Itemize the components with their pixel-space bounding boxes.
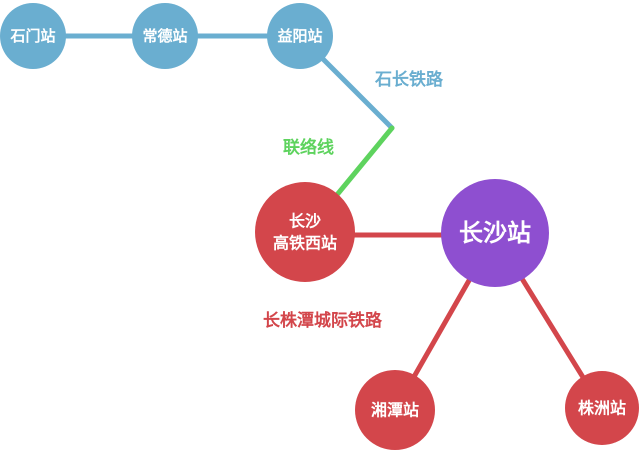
station-changde-circle (132, 3, 198, 69)
station-changsha-circle (441, 179, 549, 287)
station-yiyang-label: 益阳站 (277, 27, 322, 45)
station-changde[interactable]: 常德站 (132, 3, 198, 69)
station-yiyang-circle (267, 3, 333, 69)
station-changde-label: 常德站 (142, 27, 187, 45)
line-label-shichang-railway: 石长铁路 (374, 69, 444, 90)
station-changsha-west-label-line2: 高铁西站 (273, 234, 337, 253)
station-changsha-label: 长沙站 (459, 219, 531, 247)
station-xiangtan-circle (355, 370, 435, 450)
station-changsha-west-label-line1: 长沙 (289, 212, 321, 231)
station-yiyang[interactable]: 益阳站 (267, 3, 333, 69)
station-changsha-west[interactable]: 长沙 高铁西站 (255, 182, 355, 282)
station-changsha-west-circle (255, 182, 355, 282)
station-xiangtan-label: 湘潭站 (371, 401, 419, 420)
station-zhuzhou-label: 株洲站 (578, 399, 626, 418)
station-shimen[interactable]: 石门站 (0, 3, 66, 69)
edge-connector-line (333, 125, 395, 199)
line-label-intercity-railway: 长株潭城际铁路 (263, 310, 383, 331)
station-shimen-label: 石门站 (9, 27, 55, 45)
line-label-connector: 联络线 (283, 137, 334, 158)
station-shimen-circle (0, 3, 66, 69)
station-changsha[interactable]: 长沙站 (441, 179, 549, 287)
station-zhuzhou[interactable]: 株洲站 (565, 371, 639, 445)
station-zhuzhou-circle (565, 371, 639, 445)
station-xiangtan[interactable]: 湘潭站 (355, 370, 435, 450)
